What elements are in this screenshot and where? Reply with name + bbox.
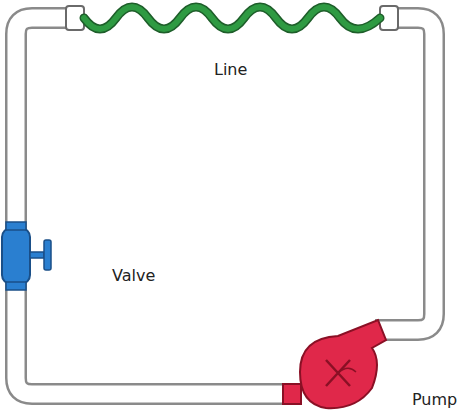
hose-line <box>84 7 380 29</box>
pump-symbol <box>283 320 386 408</box>
part-label: Pump <box>412 392 457 408</box>
part-label: Line <box>214 62 247 78</box>
pipe-outline <box>16 18 295 394</box>
pipe <box>375 18 434 330</box>
pipe-outline <box>375 18 434 330</box>
part-label: Valve <box>112 268 155 284</box>
pipe <box>16 18 295 394</box>
valve-symbol <box>2 222 51 290</box>
hose-line-outline <box>84 7 380 29</box>
